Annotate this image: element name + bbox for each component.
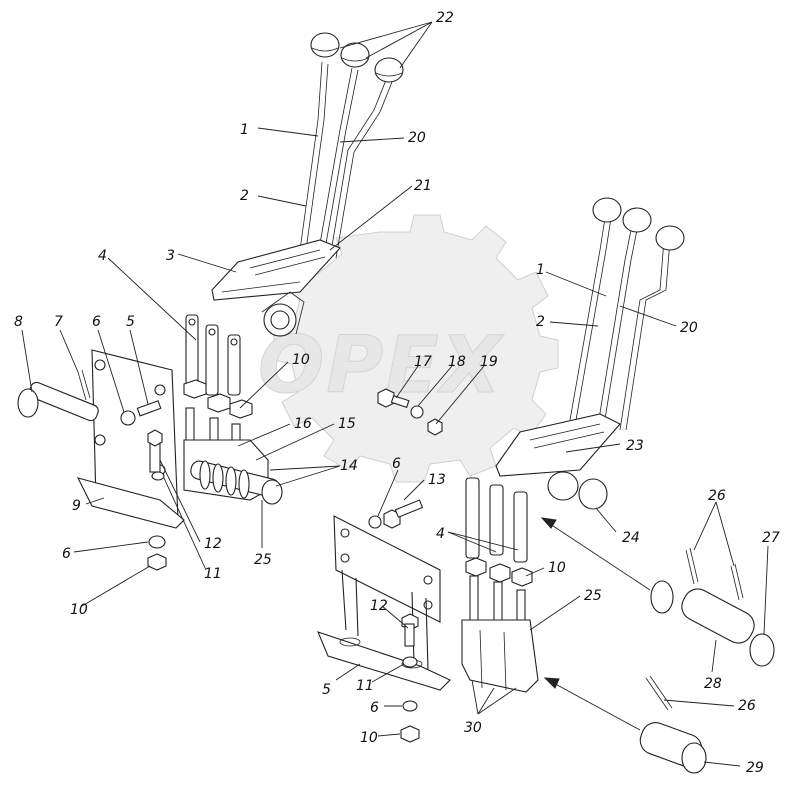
callout-2-right: 2 — [536, 314, 545, 330]
nut-10-bottom — [400, 725, 420, 743]
pin-8 — [28, 381, 99, 422]
callout-20: 20 — [408, 130, 426, 146]
fork-block-30 — [461, 619, 539, 693]
washer-left-28 — [650, 580, 674, 614]
upper-lever-assembly — [183, 32, 443, 505]
callout-26-bottom: 26 — [738, 698, 756, 714]
bolt-12-center — [404, 623, 415, 647]
lever-rod-3 — [329, 79, 387, 259]
knob-3 — [374, 57, 404, 83]
callout-10-lower: 10 — [70, 602, 88, 618]
callout-9: 9 — [72, 498, 81, 514]
callout-19: 19 — [480, 354, 498, 370]
callout-10-right: 10 — [548, 560, 566, 576]
lever-rod-2 — [317, 67, 353, 256]
callout-25: 25 — [254, 552, 272, 568]
callout-1-right: 1 — [536, 262, 545, 278]
washer-6-center — [368, 515, 382, 529]
callout-5-center: 5 — [322, 682, 331, 698]
pin-28 — [681, 588, 755, 644]
assembly-arrows — [540, 517, 651, 731]
bracket-base-9 — [76, 477, 185, 529]
right-clevis-group — [461, 477, 539, 693]
callout-2: 2 — [240, 188, 249, 204]
pins-group — [639, 547, 775, 774]
callout-16: 16 — [294, 416, 312, 432]
washer-6-bottom — [402, 700, 418, 712]
cotter-pin-7 — [77, 369, 91, 401]
washer-6-lower — [148, 535, 166, 549]
callout-20-right: 20 — [680, 320, 698, 336]
callout-6-center: 6 — [392, 456, 401, 472]
callout-18: 18 — [448, 354, 466, 370]
leader-lines — [21, 21, 769, 767]
callout-6: 6 — [92, 314, 101, 330]
left-bracket-assembly — [17, 349, 185, 571]
bracket-plate-23 — [495, 413, 621, 477]
callout-14: 14 — [340, 458, 358, 474]
callout-11-center: 11 — [356, 678, 374, 694]
cotter-26c — [645, 675, 673, 711]
callout-24: 24 — [622, 530, 640, 546]
bolt-17-18-19 — [377, 388, 443, 436]
callout-12-center: 12 — [370, 598, 388, 614]
lever-rod-1b — [305, 63, 329, 251]
plug-24 — [578, 478, 608, 510]
callout-21: 21 — [414, 178, 432, 194]
callout-13: 13 — [428, 472, 446, 488]
knob-right-2 — [622, 207, 652, 233]
callout-11: 11 — [204, 566, 222, 582]
callout-27: 27 — [762, 530, 780, 546]
callout-3: 3 — [166, 248, 175, 264]
lever-rod-1 — [299, 61, 323, 251]
callout-7: 7 — [54, 314, 63, 330]
callout-6-bottom: 6 — [370, 700, 379, 716]
callout-10: 10 — [292, 352, 310, 368]
bolt-5 — [136, 400, 162, 417]
center-bracket-assembly — [317, 499, 451, 743]
callout-15: 15 — [338, 416, 356, 432]
knob-right-1 — [592, 197, 622, 223]
knob-right-3 — [655, 225, 685, 251]
callout-8: 8 — [14, 314, 23, 330]
clevis-rods-upper — [185, 314, 241, 396]
bushing-right — [547, 471, 579, 501]
callout-23: 23 — [626, 438, 644, 454]
callout-10-bottom: 10 — [360, 730, 378, 746]
callout-25-right: 25 — [584, 588, 602, 604]
callout-labels: 22 1 20 2 21 3 4 8 7 6 5 10 17 18 19 16 … — [14, 10, 780, 776]
callout-12: 12 — [204, 536, 222, 552]
callout-29: 29 — [746, 760, 764, 776]
callout-28: 28 — [704, 676, 722, 692]
callout-6-lower: 6 — [62, 546, 71, 562]
bolt-13 — [394, 499, 424, 518]
callout-4-right: 4 — [436, 526, 445, 542]
cotter-26b — [730, 563, 744, 601]
callout-1: 1 — [240, 122, 249, 138]
lever-rod-2b — [323, 69, 359, 256]
washer-6 — [120, 410, 136, 426]
lever-rod-3b — [335, 81, 393, 259]
callout-22: 22 — [436, 10, 454, 26]
callout-26-top: 26 — [708, 488, 726, 504]
bracket-plate-5 — [333, 515, 441, 623]
washer-27 — [749, 633, 775, 667]
callout-30: 30 — [464, 720, 482, 736]
bracket-base-5 — [317, 631, 451, 691]
right-lever-assembly — [495, 197, 685, 510]
nut-10-lower — [147, 553, 167, 571]
knob-2 — [340, 42, 370, 68]
callout-17: 17 — [414, 354, 432, 370]
knob-1 — [310, 32, 340, 58]
callout-5: 5 — [126, 314, 135, 330]
cotter-26a — [685, 547, 699, 585]
callout-4: 4 — [98, 248, 107, 264]
